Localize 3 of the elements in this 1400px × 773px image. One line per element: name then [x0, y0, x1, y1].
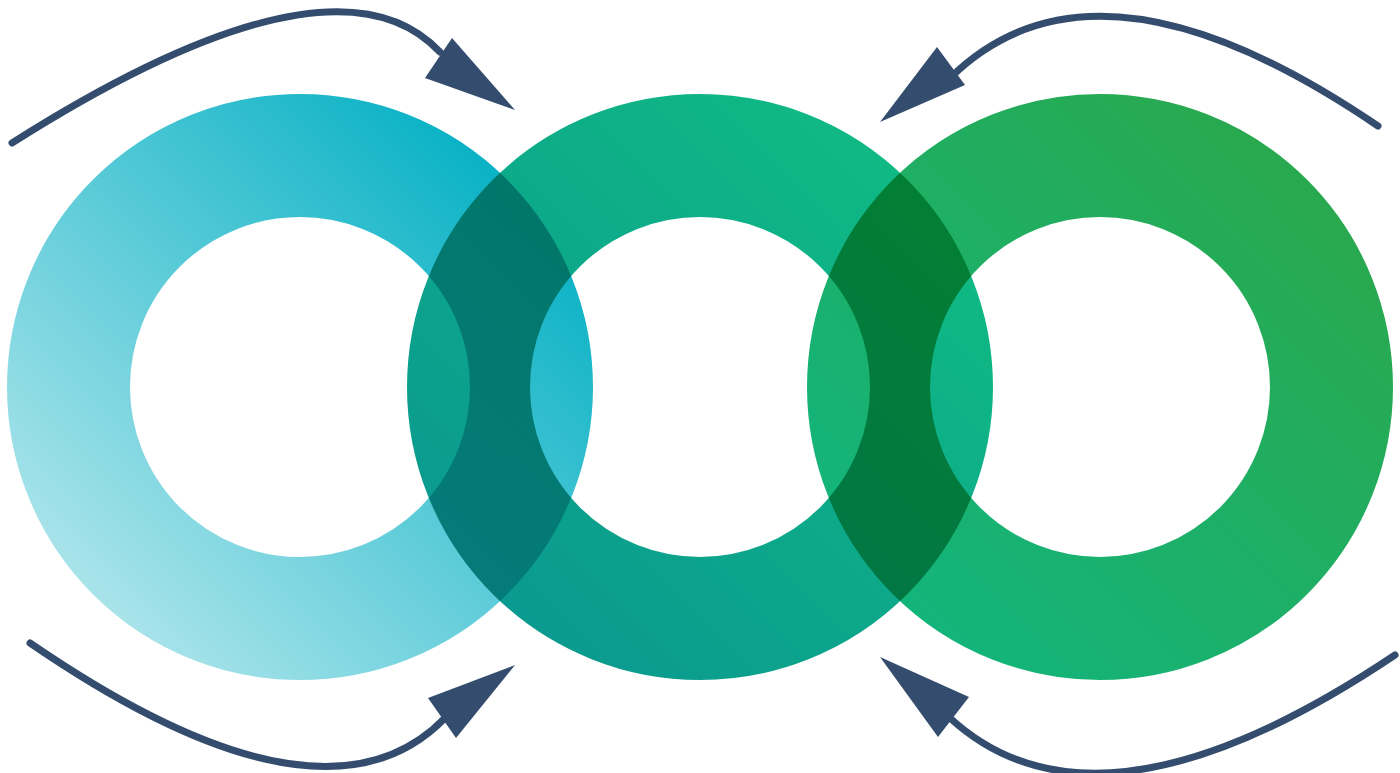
ring-shape	[407, 94, 993, 680]
ring-shape	[7, 94, 593, 680]
ring-shape	[807, 94, 1393, 680]
